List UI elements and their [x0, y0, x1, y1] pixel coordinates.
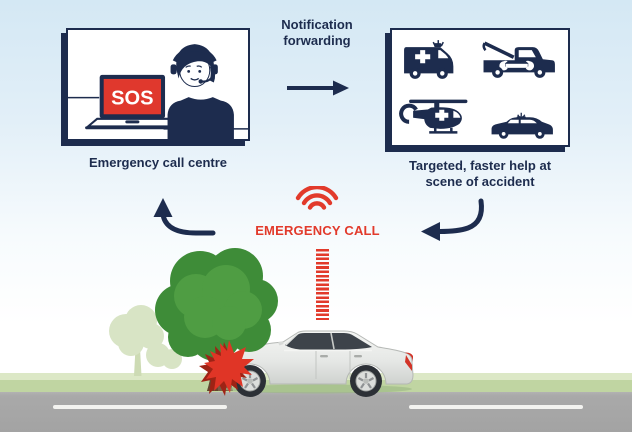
emergency-call-label: EMERGENCY CALL: [255, 223, 380, 238]
road-center-line-left: [53, 405, 227, 409]
accident-scene: [109, 248, 414, 397]
arrow-to-accident-icon: [421, 198, 484, 241]
emergency-signal-icon: [295, 186, 339, 210]
operator-icon: [167, 44, 234, 139]
background-tree: [109, 305, 182, 376]
car-taillight: [405, 352, 413, 371]
forwarding-arrow-icon: [287, 80, 349, 96]
crashed-car: [223, 330, 414, 397]
rear-wheel: [350, 365, 382, 397]
road-center-line-right: [409, 405, 583, 409]
police-car-icon: [491, 112, 553, 139]
car-glass: [285, 333, 372, 350]
car-mirror: [278, 341, 284, 346]
signal-dashes: [316, 249, 329, 320]
rescue-vehicles-illustration: [399, 40, 555, 139]
tow-truck-icon: [482, 41, 555, 78]
sos-laptop-icon: SOS: [85, 74, 179, 130]
impact-star-icon: [199, 340, 254, 396]
tree-canopy: [155, 248, 278, 361]
sos-screen-text: SOS: [111, 88, 153, 110]
faster-help-label: Targeted, faster help at scene of accide…: [408, 158, 552, 189]
rescue-services-box: [390, 28, 570, 147]
ambulance-icon: [404, 40, 454, 79]
call-centre-box: SOS: [66, 28, 250, 141]
call-centre-label: Emergency call centre: [88, 155, 228, 170]
arrow-to-call-centre-icon: [153, 198, 216, 236]
call-centre-illustration: SOS: [68, 44, 248, 139]
rescue-helicopter-icon: [399, 99, 468, 134]
road: [0, 392, 632, 432]
notification-forwarding-label: Notification forwarding: [281, 17, 353, 48]
